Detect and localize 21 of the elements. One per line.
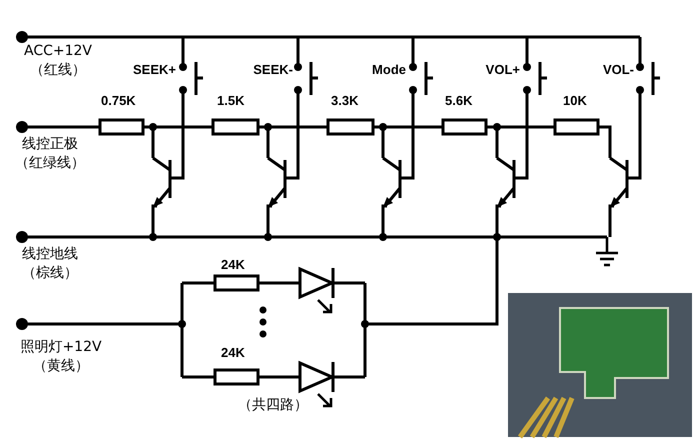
resistance-value: 10K — [563, 93, 587, 110]
button-label: SEEK- — [252, 62, 293, 78]
wire-colour-note: （红线） — [29, 62, 87, 80]
resistance-value: 0.75K — [101, 93, 136, 110]
resistance-value: 24K — [221, 257, 245, 274]
button-label: VOL+ — [484, 62, 520, 78]
button-label: VOL- — [602, 62, 634, 78]
terminal-label: 线控正极 — [21, 136, 79, 154]
wire-colour-note: （黄线） — [32, 358, 90, 376]
resistance-value: 5.6K — [445, 93, 472, 110]
wire-colour-note: （红绿线） — [14, 155, 86, 172]
resistance-value: 3.3K — [331, 93, 358, 110]
button-label: Mode — [371, 62, 406, 78]
resistance-value: 24K — [221, 345, 245, 362]
button-label: SEEK+ — [132, 62, 176, 78]
resistance-value: 1.5K — [217, 93, 244, 110]
wire-colour-note: （棕线） — [21, 265, 79, 282]
terminal-label: 照明灯+12V — [19, 339, 103, 356]
terminal-label: 线控地线 — [21, 246, 79, 264]
note: （共四路） — [237, 397, 309, 414]
terminal-label: ACC+12V — [22, 43, 93, 60]
